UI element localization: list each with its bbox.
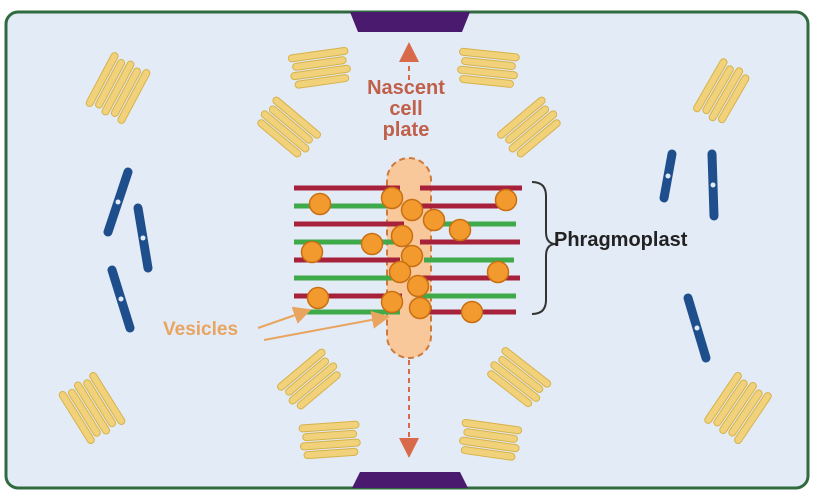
vesicle-icon bbox=[408, 276, 429, 297]
vesicle-icon bbox=[410, 298, 431, 319]
vesicle-icon bbox=[310, 194, 331, 215]
nascent-label-line-2: cell bbox=[346, 99, 466, 120]
vesicle-icon bbox=[424, 210, 445, 231]
vesicle-icon bbox=[302, 242, 323, 263]
vesicle-icon bbox=[308, 288, 329, 309]
vesicle-icon bbox=[462, 302, 483, 323]
nascent-label-line-3: plate bbox=[346, 120, 466, 141]
chromosome-icon bbox=[711, 154, 716, 216]
vesicle-icon bbox=[362, 234, 383, 255]
vesicle-icon bbox=[382, 188, 403, 209]
vesicle-icon bbox=[382, 292, 403, 313]
vesicles-label: Vesicles bbox=[163, 320, 238, 340]
vesicle-icon bbox=[450, 220, 471, 241]
vesicle-icon bbox=[392, 226, 413, 247]
nascent-label-line-1: Nascent bbox=[346, 78, 466, 99]
top-membrane-cap bbox=[350, 12, 470, 32]
nascent-cell-plate-label: Nascent cell plate bbox=[346, 78, 466, 141]
vesicle-icon bbox=[402, 200, 423, 221]
phragmoplast-label: Phragmoplast bbox=[554, 230, 687, 251]
vesicle-icon bbox=[496, 190, 517, 211]
bottom-membrane-cap bbox=[352, 472, 468, 488]
vesicle-icon bbox=[488, 262, 509, 283]
vesicle-icon bbox=[390, 262, 411, 283]
